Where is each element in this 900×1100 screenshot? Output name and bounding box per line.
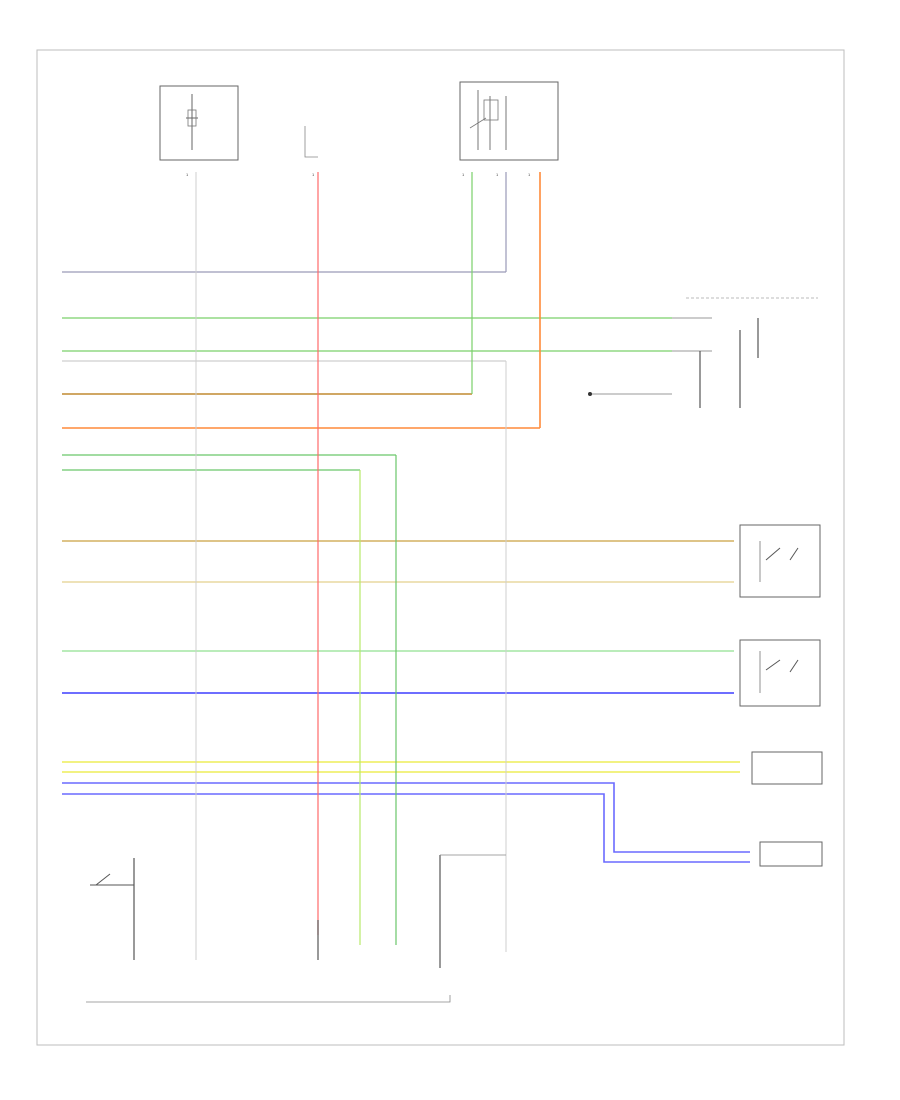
svg-text:1: 1	[186, 172, 189, 177]
wire-w15	[62, 782, 750, 853]
right-switch-low	[739, 639, 821, 707]
bottom-sensor-left	[90, 858, 135, 960]
vertical-wires	[195, 172, 541, 960]
connector-note	[304, 126, 318, 158]
diagram-border	[36, 49, 845, 1046]
right-box-one	[751, 751, 823, 785]
svg-text:1: 1	[312, 172, 315, 177]
right-switch-top	[588, 297, 818, 408]
right-switch-mid	[739, 524, 821, 598]
wire-w16	[62, 793, 750, 863]
horizontal-wires	[62, 271, 750, 863]
relay	[459, 81, 559, 161]
svg-text:1: 1	[462, 172, 465, 177]
svg-text:1: 1	[496, 172, 499, 177]
svg-text:1: 1	[528, 172, 531, 177]
terminal-labels: 1 1 1 1 1	[186, 172, 531, 177]
bottom-module-center	[86, 854, 506, 1003]
right-box-two	[759, 841, 823, 867]
fuse-block	[159, 85, 239, 161]
